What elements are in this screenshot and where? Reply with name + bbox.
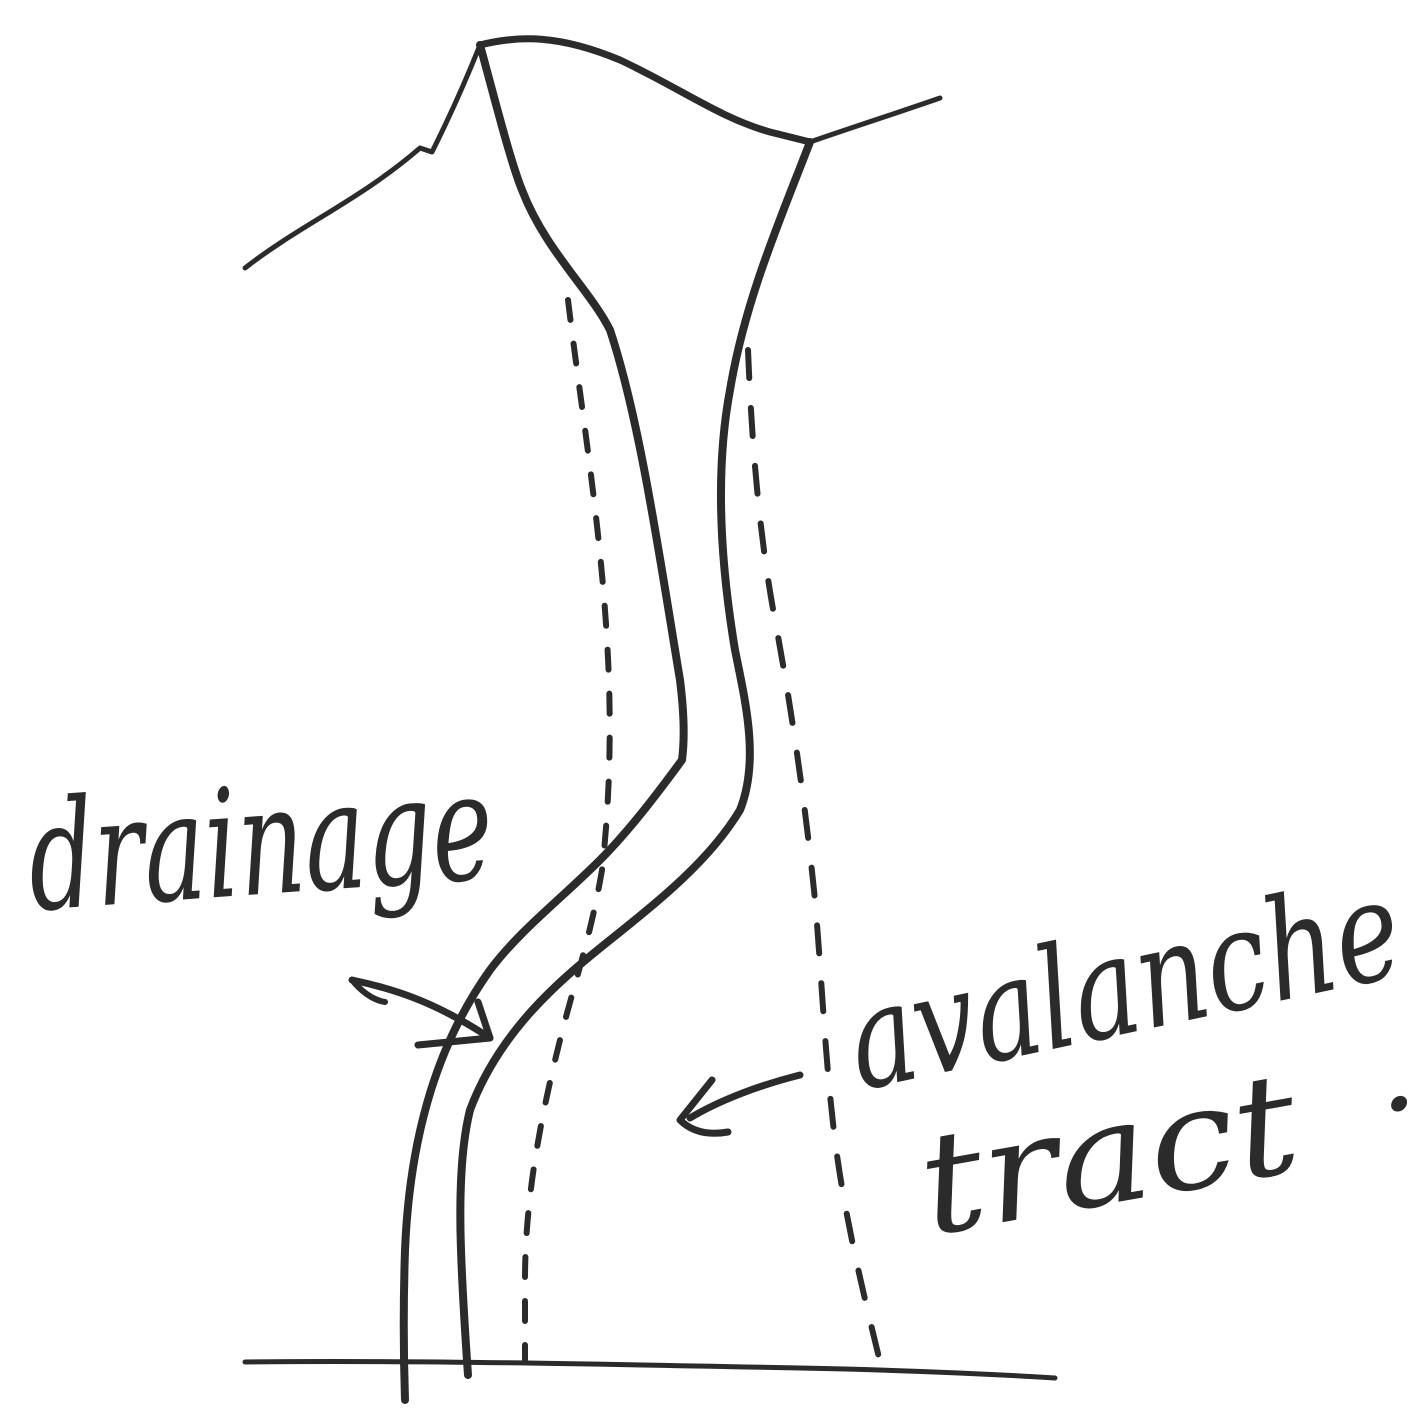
- summit-cap: [480, 39, 810, 142]
- valley-floor-baseline: [245, 1361, 1055, 1378]
- label-drainage: drainage: [22, 740, 498, 946]
- label-period: .: [1380, 1000, 1418, 1139]
- drainage-left-bank: [404, 45, 684, 1400]
- ridge-line-right: [810, 98, 940, 142]
- ridge-line-left: [245, 45, 480, 268]
- drainage-right-bank: [460, 142, 810, 1375]
- avalanche-tract-left-boundary: [525, 300, 610, 1360]
- avalanche-tract-right-boundary: [748, 350, 882, 1370]
